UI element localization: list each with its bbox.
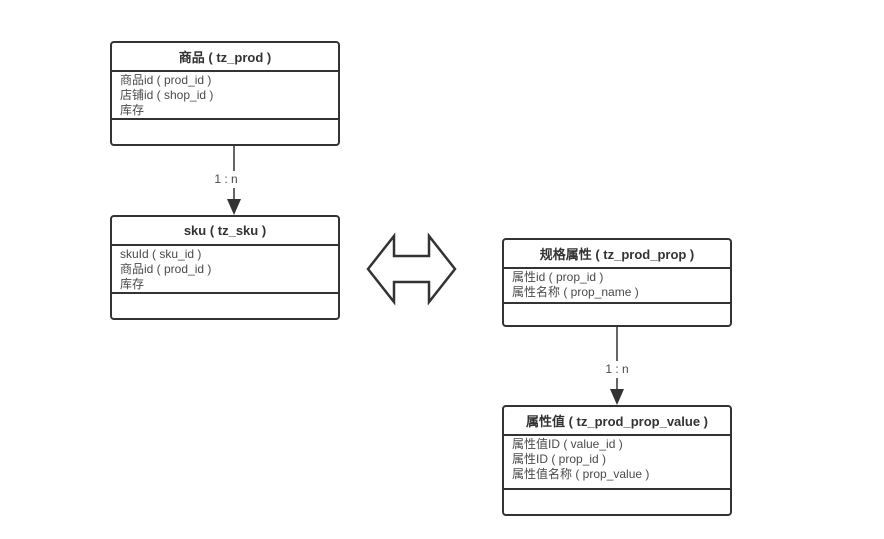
table-field: skuId ( sku_id ) [120, 247, 202, 261]
table-prop-value: 属性值 ( tz_prod_prop_value ) 属性值ID ( value… [502, 405, 732, 516]
relation-cardinality-label: 1 : n [200, 171, 252, 188]
table-prop-value-fields: 属性值ID ( value_id ) 属性ID ( prop_id ) 属性值名… [504, 436, 730, 490]
table-field: 属性名称 ( prop_name ) [512, 285, 639, 299]
relation-cardinality-label: 1 : n [591, 361, 643, 378]
table-sku-empty-section [112, 294, 338, 318]
table-prod: 商品 ( tz_prod ) 商品id ( prod_id ) 店铺id ( s… [110, 41, 340, 146]
table-prod-fields: 商品id ( prod_id ) 店铺id ( shop_id ) 库存 [112, 72, 338, 120]
table-prod-empty-section [112, 120, 338, 144]
table-field: 商品id ( prod_id ) [120, 73, 212, 87]
table-prop-empty-section [504, 304, 730, 325]
table-prop-title: 规格属性 ( tz_prod_prop ) [504, 240, 730, 269]
arrowhead-down-icon [610, 389, 624, 405]
table-field: 属性id ( prop_id ) [512, 270, 604, 284]
arrowhead-down-icon [227, 199, 241, 215]
table-prop: 规格属性 ( tz_prod_prop ) 属性id ( prop_id ) 属… [502, 238, 732, 327]
table-prop-value-title: 属性值 ( tz_prod_prop_value ) [504, 407, 730, 436]
table-field: 属性ID ( prop_id ) [512, 452, 607, 466]
table-sku-fields: skuId ( sku_id ) 商品id ( prod_id ) 库存 [112, 246, 338, 294]
table-field: 商品id ( prod_id ) [120, 262, 212, 276]
table-prop-value-empty-section [504, 490, 730, 514]
table-sku: sku ( tz_sku ) skuId ( sku_id ) 商品id ( p… [110, 215, 340, 320]
table-field: 属性值名称 ( prop_value ) [512, 467, 650, 481]
double-horizontal-arrow-icon [366, 232, 457, 306]
table-field: 店铺id ( shop_id ) [120, 88, 214, 102]
table-field: 库存 [120, 103, 145, 117]
table-prop-fields: 属性id ( prop_id ) 属性名称 ( prop_name ) [504, 269, 730, 304]
table-field: 库存 [120, 277, 145, 291]
table-sku-title: sku ( tz_sku ) [112, 217, 338, 246]
table-prod-title: 商品 ( tz_prod ) [112, 43, 338, 72]
table-field: 属性值ID ( value_id ) [512, 437, 623, 451]
